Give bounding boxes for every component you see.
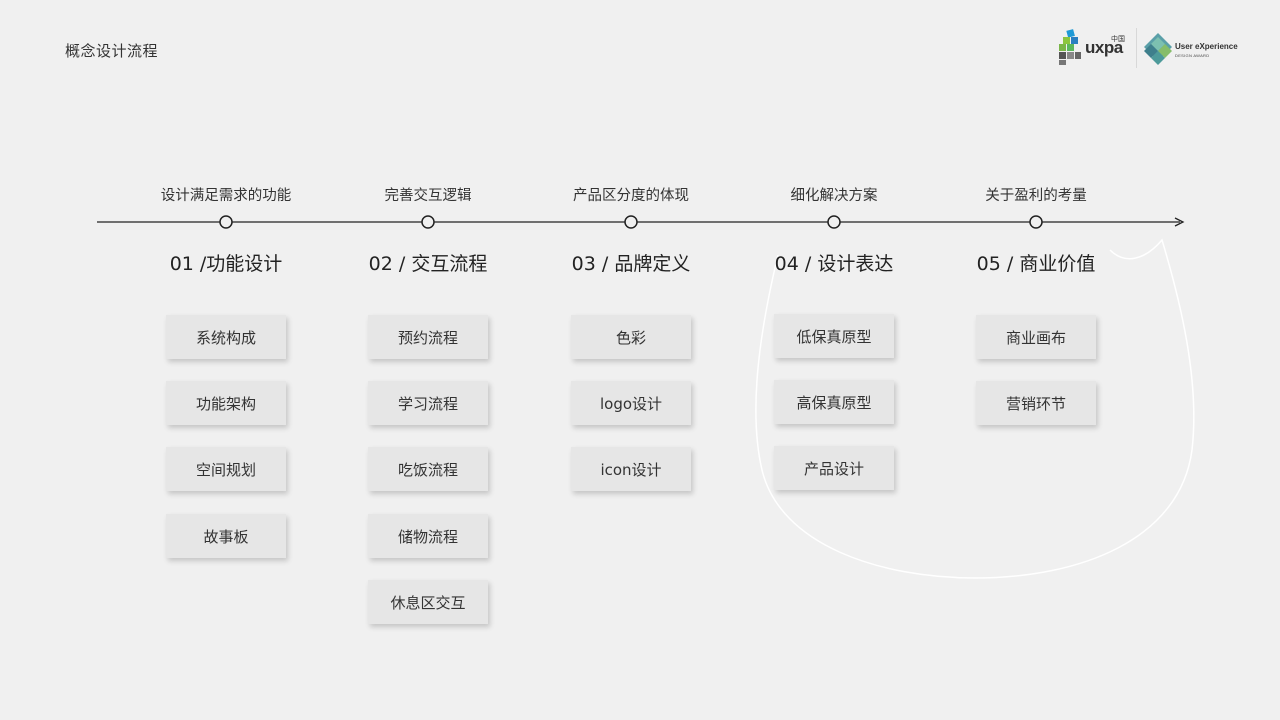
step-card[interactable]: 故事板 [166, 514, 286, 558]
step-card[interactable]: 系统构成 [166, 315, 286, 359]
step-card[interactable]: 休息区交互 [368, 580, 488, 624]
stage-title: 02 / 交互流程 [368, 253, 488, 275]
stage-description: 细化解决方案 [790, 188, 878, 204]
step-card[interactable]: 储物流程 [368, 514, 488, 558]
stage-description: 完善交互逻辑 [384, 188, 472, 204]
stage-title: 03 / 品牌定义 [571, 253, 691, 275]
logo-group: uxpa 中国 User eXperience DESIGN AWARD [1055, 26, 1245, 70]
decorative-blob-outline [755, 238, 1195, 579]
step-card[interactable]: 产品设计 [774, 446, 894, 490]
stage-description: 关于盈利的考量 [985, 188, 1087, 204]
uxpa-logo-text: uxpa [1085, 38, 1123, 57]
step-card[interactable]: 色彩 [571, 315, 691, 359]
step-card[interactable]: 功能架构 [166, 381, 286, 425]
ux-award-logo-title: User eXperience [1175, 42, 1238, 51]
stage-description: 设计满足需求的功能 [160, 188, 292, 204]
step-card[interactable]: 吃饭流程 [368, 447, 488, 491]
uxpa-logo-icon [1059, 29, 1081, 65]
timeline-nodes [219, 215, 1043, 229]
step-card[interactable]: 商业画布 [976, 315, 1096, 359]
timeline-node-2 [421, 215, 435, 229]
stage-description: 产品区分度的体现 [573, 188, 689, 204]
step-card[interactable]: 学习流程 [368, 381, 488, 425]
step-card[interactable]: 低保真原型 [774, 314, 894, 358]
timeline-node-3 [624, 215, 638, 229]
step-card[interactable]: 高保真原型 [774, 380, 894, 424]
timeline-node-1 [219, 215, 233, 229]
stage-title: 01 /功能设计 [169, 253, 283, 275]
timeline-node-4 [827, 215, 841, 229]
step-card[interactable]: icon设计 [571, 447, 691, 491]
step-card[interactable]: 预约流程 [368, 315, 488, 359]
page-title: 概念设计流程 [65, 42, 159, 60]
ux-award-logo-subtitle: DESIGN AWARD [1175, 53, 1210, 58]
step-card[interactable]: logo设计 [571, 381, 691, 425]
step-card[interactable]: 空间规划 [166, 447, 286, 491]
stage-title: 05 / 商业价值 [976, 253, 1096, 275]
timeline-node-5 [1029, 215, 1043, 229]
stage-title: 04 / 设计表达 [774, 253, 894, 275]
ux-award-logo-icon [1144, 33, 1172, 65]
uxpa-logo-cn: 中国 [1111, 35, 1125, 43]
step-card[interactable]: 营销环节 [976, 381, 1096, 425]
logo-divider [1136, 28, 1137, 68]
timeline-arrow-icon [1174, 217, 1185, 227]
